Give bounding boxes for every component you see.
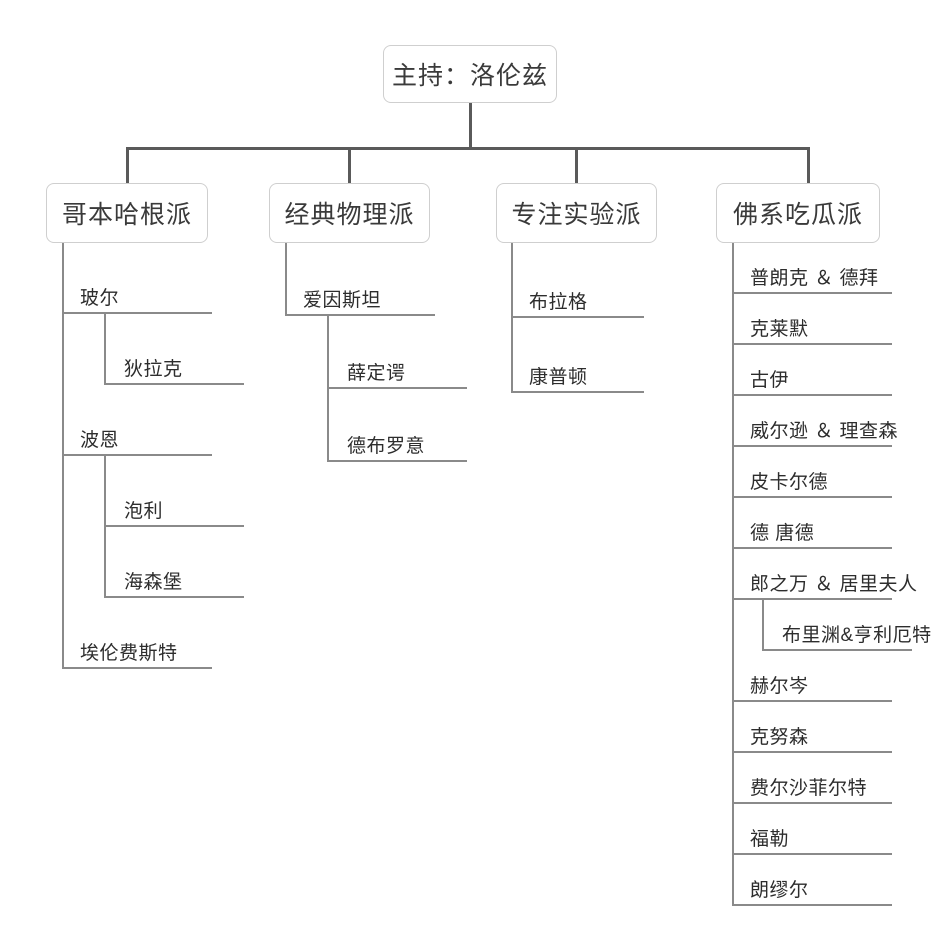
trunk-horizontal-bar (126, 147, 810, 150)
tree-item[interactable]: 埃伦费斯特 (62, 598, 212, 669)
branch-drop-line-2 (348, 147, 351, 184)
tree-item[interactable]: 玻尔 (62, 243, 212, 314)
tree-item[interactable]: 古伊 (732, 345, 892, 396)
trunk-drop-line (469, 103, 472, 149)
tree-item[interactable]: 普朗克 ＆ 德拜 (732, 243, 892, 294)
tree-item-nested[interactable]: 海森堡 (104, 527, 244, 598)
tree-spine (511, 243, 513, 393)
tree-item[interactable]: 康普顿 (511, 318, 644, 393)
tree-item[interactable]: 波恩 (62, 385, 212, 456)
tree-item-nested[interactable]: 德布罗意 (327, 389, 467, 462)
tree-item[interactable]: 德 唐德 (732, 498, 892, 549)
tree-item[interactable]: 费尔沙菲尔特 (732, 753, 892, 804)
branch-node-copenhagen[interactable]: 哥本哈根派 (46, 183, 208, 243)
tree-spine (62, 243, 64, 669)
tree-item-nested[interactable]: 泡利 (104, 456, 244, 527)
tree-item[interactable]: 威尔逊 ＆ 理查森 (732, 396, 898, 447)
tree-item-nested[interactable]: 薛定谔 (327, 316, 467, 389)
branch-drop-line-1 (126, 147, 129, 184)
tree-item[interactable]: 朗缪尔 (732, 855, 892, 906)
branch-drop-line-4 (807, 147, 810, 184)
tree-item[interactable]: 爱因斯坦 (285, 243, 435, 316)
tree-item[interactable]: 郎之万 ＆ 居里夫人 (732, 549, 917, 600)
tree-item-nested[interactable]: 狄拉克 (104, 314, 244, 385)
tree-item[interactable]: 克莱默 (732, 294, 892, 345)
tree-item[interactable]: 布拉格 (511, 243, 644, 318)
tree-item[interactable]: 皮卡尔德 (732, 447, 892, 498)
tree-spine (732, 243, 734, 906)
tree-item[interactable]: 福勒 (732, 804, 892, 855)
tree-item[interactable]: 克努森 (732, 702, 892, 753)
tree-spine (285, 243, 287, 316)
root-node[interactable]: 主持：洛伦兹 (383, 45, 557, 103)
tree-item[interactable]: 赫尔岑 (732, 651, 892, 702)
branch-node-classical[interactable]: 经典物理派 (269, 183, 430, 243)
branch-drop-line-3 (575, 147, 578, 184)
branch-node-experimental[interactable]: 专注实验派 (496, 183, 657, 243)
tree-item-nested[interactable]: 布里渊&亨利厄特 (762, 600, 931, 651)
branch-node-bystanders[interactable]: 佛系吃瓜派 (716, 183, 880, 243)
